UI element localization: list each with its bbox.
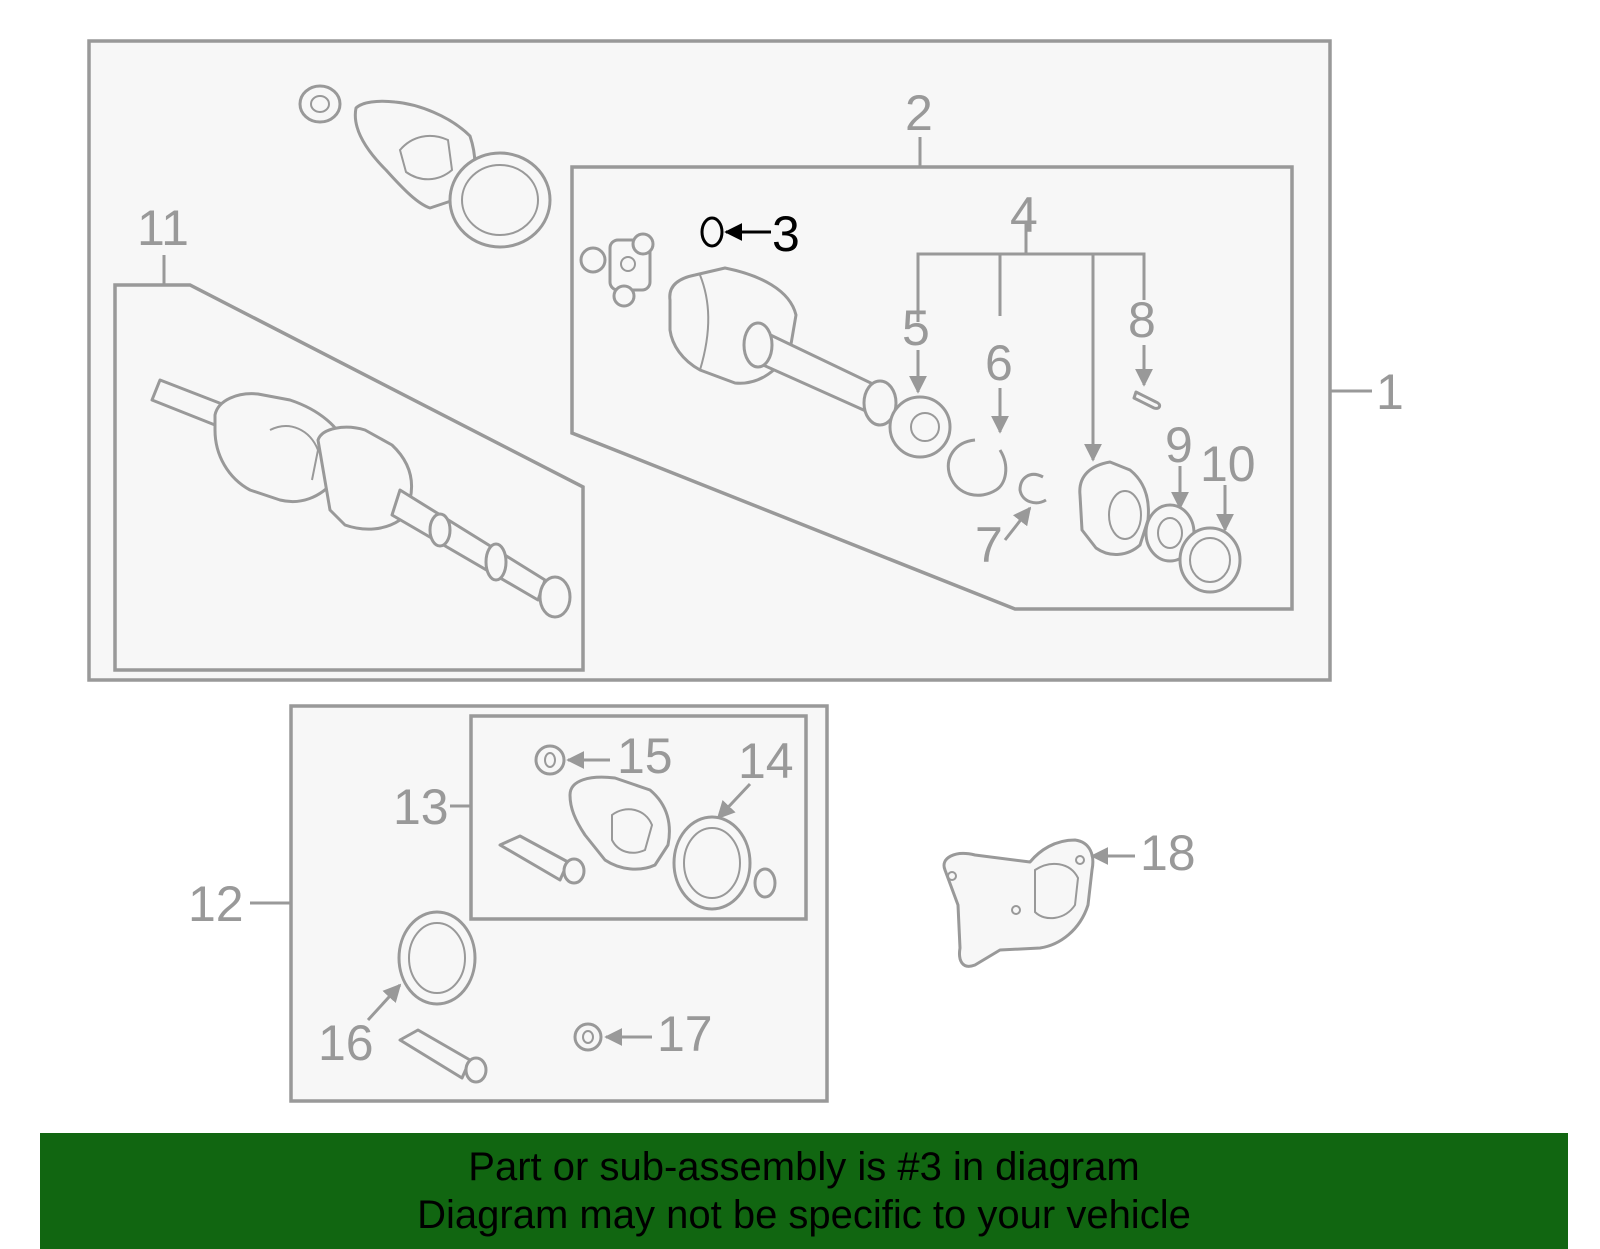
part-5-bearing[interactable] xyxy=(888,395,952,459)
part-18-bearing-bracket[interactable] xyxy=(942,838,1095,968)
part-17-clamp[interactable] xyxy=(573,1022,603,1052)
callout-17[interactable]: 17 xyxy=(657,1006,713,1062)
part-15-clamp[interactable] xyxy=(534,744,566,776)
callout-7[interactable]: 7 xyxy=(975,517,1003,573)
drive-shaft-part[interactable] xyxy=(150,378,572,619)
callout-11[interactable]: 11 xyxy=(137,200,189,256)
callout-16[interactable]: 16 xyxy=(318,1015,374,1071)
callout-12[interactable]: 12 xyxy=(188,876,244,932)
callout-18[interactable]: 18 xyxy=(1140,825,1196,881)
callout-6[interactable]: 6 xyxy=(985,335,1013,391)
banner-line-2: Diagram may not be specific to your vehi… xyxy=(417,1193,1191,1237)
part-6-snap-ring[interactable] xyxy=(947,438,1008,497)
info-banner: Part or sub-assembly is #3 in diagram Di… xyxy=(40,1133,1568,1249)
callout-1[interactable]: 1 xyxy=(1376,364,1404,420)
callout-2[interactable]: 2 xyxy=(905,85,933,141)
callout-4[interactable]: 4 xyxy=(1010,187,1038,243)
callout-10[interactable]: 10 xyxy=(1200,436,1256,492)
part-8-pin[interactable] xyxy=(1132,390,1162,410)
grease-tube-12-part[interactable] xyxy=(398,1028,488,1084)
tripod-joint-part[interactable] xyxy=(579,232,655,308)
callout-3[interactable]: 3 xyxy=(772,206,800,262)
outer-boot-kit-part[interactable] xyxy=(298,84,552,249)
part-14-clamp[interactable] xyxy=(672,815,777,911)
bearing-housing-part[interactable] xyxy=(1078,460,1150,556)
part-3-shape[interactable] xyxy=(700,216,724,248)
callout-15[interactable]: 15 xyxy=(617,728,673,784)
callout-13[interactable]: 13 xyxy=(393,779,449,835)
inner-boot-part[interactable] xyxy=(568,775,671,871)
part-7-clip[interactable] xyxy=(1018,472,1047,505)
part-10-seal[interactable] xyxy=(1178,526,1242,594)
callout-14[interactable]: 14 xyxy=(738,733,794,789)
callout-5[interactable]: 5 xyxy=(902,300,930,356)
grease-tube-13-part[interactable] xyxy=(498,834,586,885)
callout-8[interactable]: 8 xyxy=(1128,292,1156,348)
banner-line-1: Part or sub-assembly is #3 in diagram xyxy=(468,1145,1140,1189)
part-16-clamp[interactable] xyxy=(397,910,477,1006)
callout-9[interactable]: 9 xyxy=(1165,417,1193,473)
inner-joint-housing-part[interactable] xyxy=(668,266,898,427)
